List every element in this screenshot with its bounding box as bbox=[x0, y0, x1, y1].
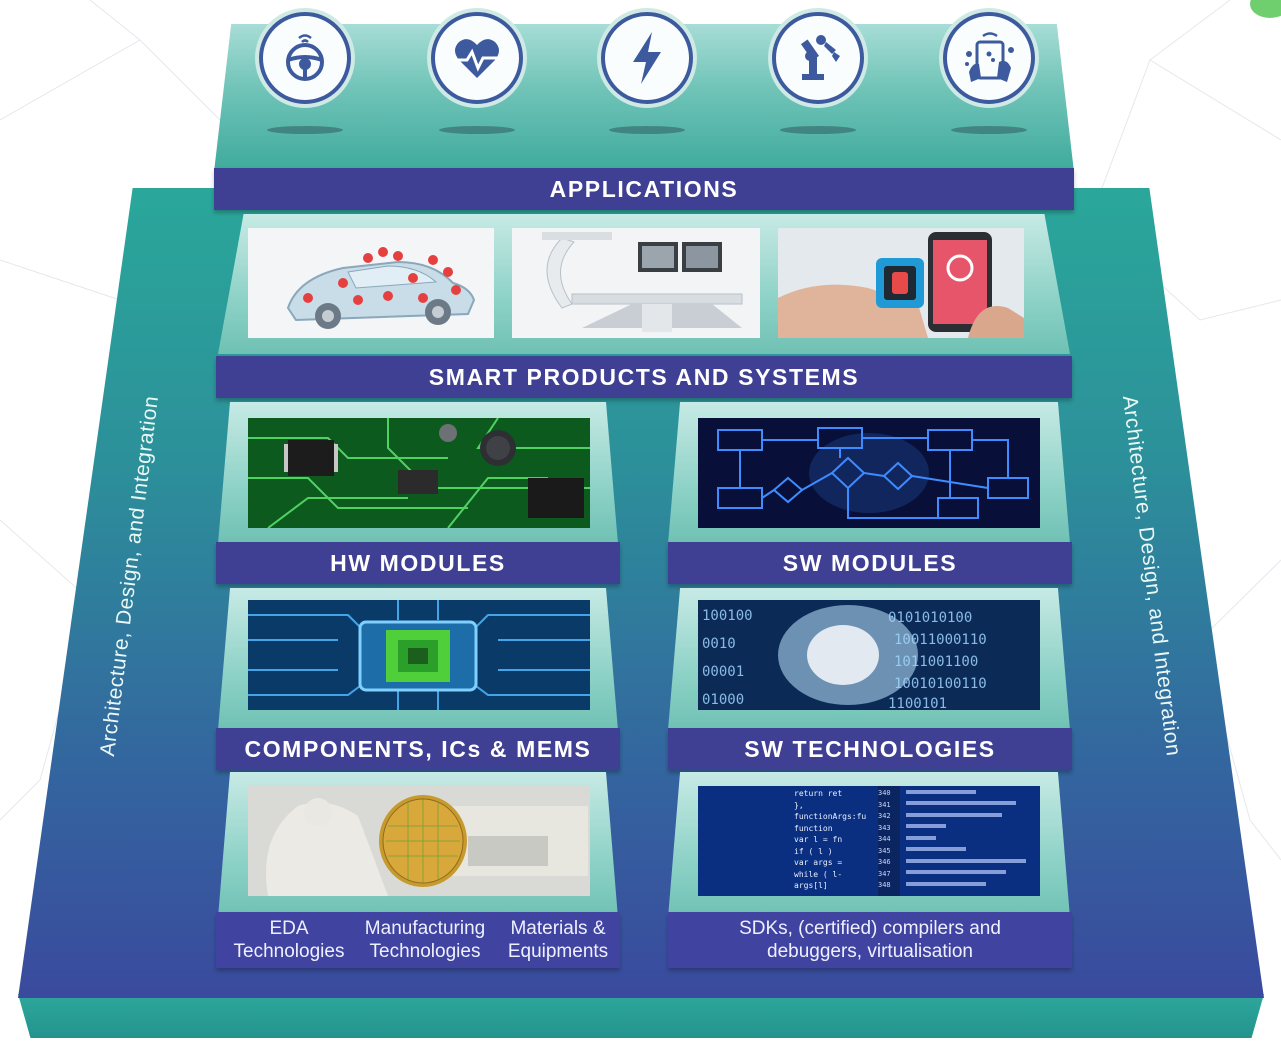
lightning-bolt-icon bbox=[601, 12, 693, 104]
base-plate-edge bbox=[18, 994, 1264, 1038]
steering-wheel-icon bbox=[259, 12, 351, 104]
line-number: 348 bbox=[878, 881, 891, 889]
smart-car-image bbox=[248, 228, 494, 338]
code-line: if ( l ) bbox=[794, 846, 833, 856]
svg-text:10010100110: 10010100110 bbox=[894, 676, 987, 692]
code-line: }, bbox=[794, 800, 804, 810]
touch-tablet-icon bbox=[943, 12, 1035, 104]
icon-shadow bbox=[951, 126, 1027, 134]
svg-text:00001: 00001 bbox=[702, 664, 744, 680]
smartwatch-phone-image bbox=[778, 228, 1024, 338]
code-line: var l = fn bbox=[794, 835, 843, 844]
smart-products-title: SMART PRODUCTS AND SYSTEMS bbox=[216, 356, 1072, 398]
code-listing-image: return ret }, functionArgs:fu function v… bbox=[698, 786, 1040, 896]
icon-shadow bbox=[609, 126, 685, 134]
line-number: 345 bbox=[878, 846, 891, 855]
code-line: while ( l- bbox=[794, 869, 843, 879]
cleanroom-wafer-image bbox=[248, 786, 590, 896]
line-number: 347 bbox=[878, 869, 891, 878]
line-number: 341 bbox=[878, 800, 891, 809]
line-number: 342 bbox=[878, 812, 891, 820]
microchip-image bbox=[248, 600, 590, 710]
code-text-blur bbox=[906, 790, 1026, 886]
robot-arm-icon bbox=[772, 12, 864, 104]
svg-text:100100: 100100 bbox=[702, 608, 753, 624]
line-number: 346 bbox=[878, 858, 891, 866]
line-number: 344 bbox=[878, 835, 891, 843]
icon-shadow bbox=[439, 126, 515, 134]
sdk-compilers-label: SDKs, (certified) compilers and debugger… bbox=[739, 918, 1001, 962]
svg-text:0010: 0010 bbox=[702, 636, 736, 652]
heart-pulse-icon bbox=[431, 12, 523, 104]
icon-shadow bbox=[780, 126, 856, 134]
hw-base-description: EDA Technologies Manufacturing Technolog… bbox=[216, 912, 620, 968]
components-title: COMPONENTS, ICs & MEMS bbox=[216, 728, 620, 770]
svg-text:10011000110: 10011000110 bbox=[894, 632, 987, 648]
code-line: return ret bbox=[794, 789, 843, 798]
hw-modules-title: HW MODULES bbox=[216, 542, 620, 584]
line-number: 343 bbox=[878, 823, 891, 832]
code-line: var args = bbox=[794, 858, 843, 867]
applications-title: APPLICATIONS bbox=[214, 168, 1074, 210]
svg-text:01000: 01000 bbox=[702, 692, 744, 708]
icon-shadow bbox=[267, 126, 343, 134]
svg-text:1011001100: 1011001100 bbox=[894, 654, 978, 670]
svg-text:1100101: 1100101 bbox=[888, 696, 947, 710]
flowchart-image bbox=[698, 418, 1040, 528]
svg-text:0101010100: 0101010100 bbox=[888, 610, 972, 626]
sw-base-description: SDKs, (certified) compilers and debugger… bbox=[668, 912, 1072, 968]
medical-imaging-image bbox=[512, 228, 760, 338]
binary-tunnel-image: 100100 0010 00001 01000 0101010100 100110001… bbox=[698, 600, 1040, 710]
manufacturing-technologies-label: Manufacturing Technologies bbox=[364, 918, 486, 962]
sw-modules-title: SW MODULES bbox=[668, 542, 1072, 584]
line-number: 340 bbox=[878, 789, 891, 797]
code-line: functionArgs:fu bbox=[794, 812, 867, 821]
code-line: args[l] bbox=[794, 881, 828, 890]
code-line: function bbox=[794, 823, 833, 833]
eda-technologies-label: EDA Technologies bbox=[233, 918, 345, 962]
materials-equipments-label: Materials & Equipments bbox=[507, 918, 609, 962]
sw-technologies-title: SW TECHNOLOGIES bbox=[668, 728, 1072, 770]
circuit-board-image bbox=[248, 418, 590, 528]
